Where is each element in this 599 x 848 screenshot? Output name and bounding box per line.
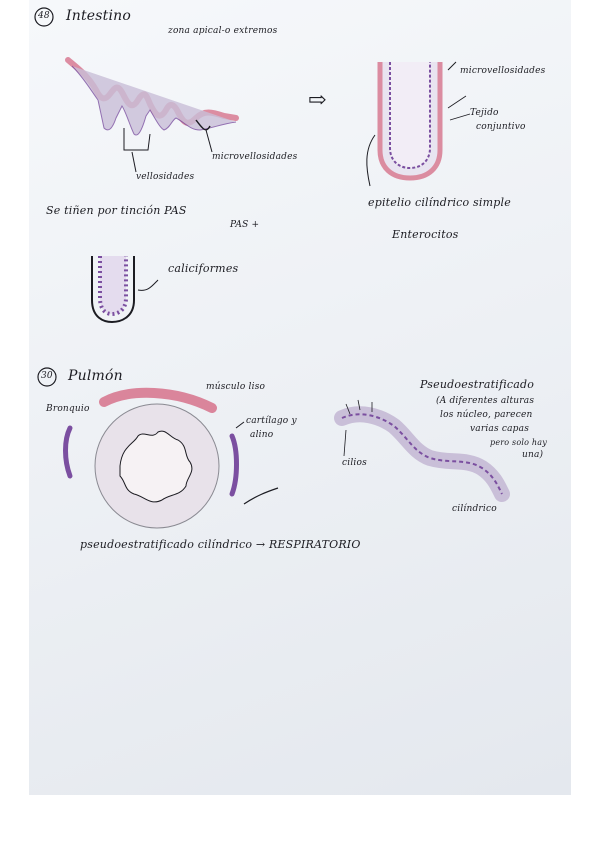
bronchus-drawing bbox=[63, 387, 279, 529]
label-cartilago-2: alino bbox=[250, 430, 274, 440]
label-bronquio: Bronquio bbox=[46, 404, 90, 414]
goblet-cell-drawing bbox=[91, 256, 159, 324]
pseudostratified-drawing bbox=[334, 399, 510, 502]
villus-zoom-drawing bbox=[366, 61, 467, 187]
pseudo-note-2: los núcleo, parecen bbox=[440, 410, 533, 420]
label-cilios: cilios bbox=[342, 458, 367, 468]
number-circle-30 bbox=[37, 367, 57, 387]
arrow-symbol: ⇨ bbox=[308, 88, 327, 113]
label-tejido: Tejido bbox=[470, 108, 499, 118]
label-musculo: músculo liso bbox=[206, 382, 266, 392]
lung-summary: pseudoestratificado cilíndrico → RESPIRA… bbox=[80, 538, 361, 551]
pseudo-note-4: pero solo hay bbox=[490, 438, 547, 447]
label-microvellosidades-right: microvellosidades bbox=[460, 66, 546, 76]
label-epitelio: epitelio cilíndrico simple bbox=[368, 196, 511, 209]
label-cilindrico: cilíndrico bbox=[452, 504, 497, 514]
number-circle-48 bbox=[34, 7, 54, 27]
section-title-pulmon: Pulmón bbox=[68, 368, 123, 384]
pseudo-note-1: (A diferentes alturas bbox=[436, 396, 535, 406]
pseudo-note-3: varias capas bbox=[470, 424, 530, 434]
label-microvellosidades-left: microvellosidades bbox=[212, 152, 298, 162]
label-enterocitos: Enterocitos bbox=[392, 228, 459, 241]
section-number-30: 30 bbox=[41, 371, 53, 381]
pseudo-title: Pseudoestratificado bbox=[420, 378, 535, 391]
label-vellosidades: vellosidades bbox=[136, 172, 195, 182]
pseudo-note-5: una) bbox=[522, 450, 544, 460]
label-cartilago-1: cartílago y bbox=[246, 416, 297, 426]
label-caliciformes: caliciformes bbox=[168, 262, 239, 275]
section-title-intestino: Intestino bbox=[66, 8, 131, 24]
tejido-pointer bbox=[449, 113, 471, 121]
pas-note: Se tiñen por tinción PAS bbox=[46, 204, 187, 217]
label-conjuntivo: conjuntivo bbox=[476, 122, 526, 132]
section-number-48: 48 bbox=[38, 11, 50, 21]
header-note: zona apical-o extremos bbox=[168, 26, 278, 36]
villi-drawing bbox=[65, 57, 239, 173]
pas-plus: PAS + bbox=[230, 220, 260, 230]
